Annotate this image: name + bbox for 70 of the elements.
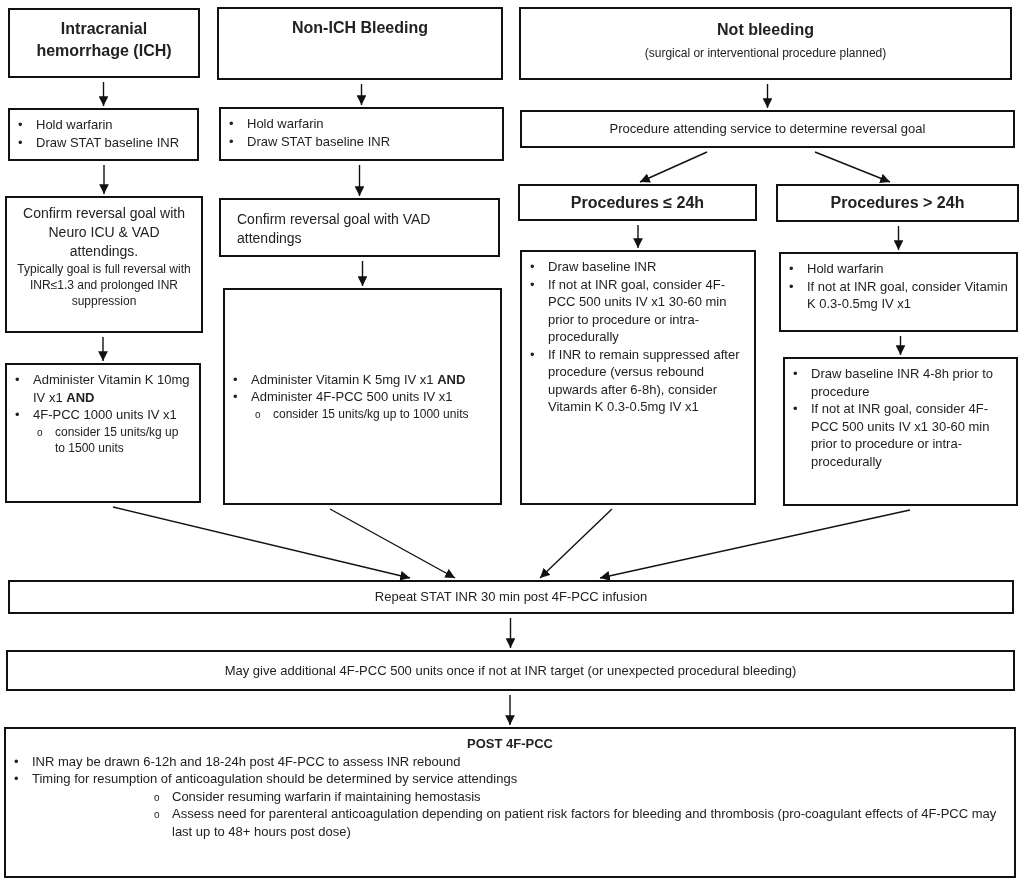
process-box [776,184,1019,222]
box-heading: Non-ICH Bleeding [291,18,429,38]
arrow [762,83,773,109]
header-box [519,7,1012,80]
list-item: • Administer 4F-PCC 500 units IV x1 [233,388,454,406]
list-item: • If not at INR goal, consider 4F-PCC 500 units IV x1 30-60 min prior to procedure or intra-procedurally [530,275,728,346]
arrow [633,224,643,249]
list-item: • Hold warfarin [18,116,114,134]
list-item: • Administer Vitamin K 5mg IV x1 AND [233,370,467,389]
arrow [112,506,411,581]
process-box [219,107,504,161]
list-item: • Draw STAT baseline INR [229,132,392,151]
arrow [893,225,904,251]
arrow [98,336,108,362]
arrow [505,617,516,649]
arrow [599,509,911,581]
header-box [8,8,200,78]
list-item: • If not at INR goal, consider 4F-PCC 500 units IV x1 30-60 min prior to procedure or intra-procedurally [793,400,991,471]
box-text: Confirm reversal goal with VAD attendings [237,210,432,248]
box-text: Procedure attending service to determine reversal goal [608,120,927,138]
process-box [518,184,757,221]
arrow [357,260,368,287]
process-box [8,580,1014,614]
process-box [8,108,199,161]
process-box [223,288,502,505]
box-note: Typically goal is full reversal with INR≤1.3 and prolonged INR suppression [16,260,192,310]
list-item: • Draw STAT baseline INR [18,133,181,152]
arrow [98,81,109,107]
header-box [217,7,503,80]
arrow [354,164,365,197]
list-item: o consider 15 units/kg up to 1500 units [36,423,180,456]
arrow [814,151,891,183]
box-text: Confirm reversal goal with Neuro ICU & VAD attendings. [22,204,186,261]
list-item: • 4F-PCC 1000 units IV x1 [15,406,178,424]
list-item: • INR may be drawn 6-12h and 18-24h post 4F-PCC to assess INR rebound [14,752,462,771]
process-box [5,363,201,503]
process-box [783,357,1018,506]
list-item: o Consider resuming warfarin if maintaining hemostasis [153,787,482,806]
box-heading: Procedures > 24h [829,193,966,214]
arrow [329,508,456,579]
box-subtitle: (surgical or interventional procedure planned) [643,44,888,61]
list-item: • Hold warfarin [229,115,325,133]
process-box [4,727,1016,878]
list-item: o Assess need for parenteral anticoagulation depending on patient risk factors for bleeding and thrombosis (pro-coagulant effects of 4F-PCC may last up to 48+ hours post dose) [153,805,998,841]
arrow [356,83,367,106]
process-box [779,252,1018,332]
list-item: • If not at INR goal, consider Vitamin K 0.3-0.5mg IV x1 [789,277,1008,313]
arrow [895,335,906,356]
list-item: • If INR to remain suppressed after procedure (versus rebound upwards after 6-8h), consider Vitamin K 0.3-0.5mg IV x1 [530,345,741,416]
arrow [99,164,109,195]
box-text: May give additional 4F-PCC 500 units once if not at INR target (or unexpected procedural bleeding) [223,661,798,680]
box-heading: Not bleeding [716,20,815,40]
list-item: o consider 15 units/kg up to 1000 units [254,405,470,423]
process-box [520,110,1015,148]
arrow [539,508,613,579]
process-box [219,198,500,257]
process-box [5,196,203,333]
list-item: • Draw baseline INR 4-8h prior to procedure [793,365,995,401]
list-item: • Draw baseline INR [530,258,658,276]
list-item: • Hold warfarin [789,260,885,278]
arrow [639,151,708,183]
box-heading: Procedures ≤ 24h [569,192,706,213]
arrow [505,694,515,726]
process-box [520,250,756,505]
list-item: • Administer Vitamin K 10mg IV x1 AND [15,371,191,407]
box-text: Repeat STAT INR 30 min post 4F-PCC infusion [373,588,649,606]
list-item: • Timing for resumption of anticoagulation should be determined by service attendings [14,770,519,788]
box-heading: Intracranial hemorrhage (ICH) [35,19,173,61]
process-box [6,650,1015,691]
box-heading: POST 4F-PCC [466,735,554,753]
